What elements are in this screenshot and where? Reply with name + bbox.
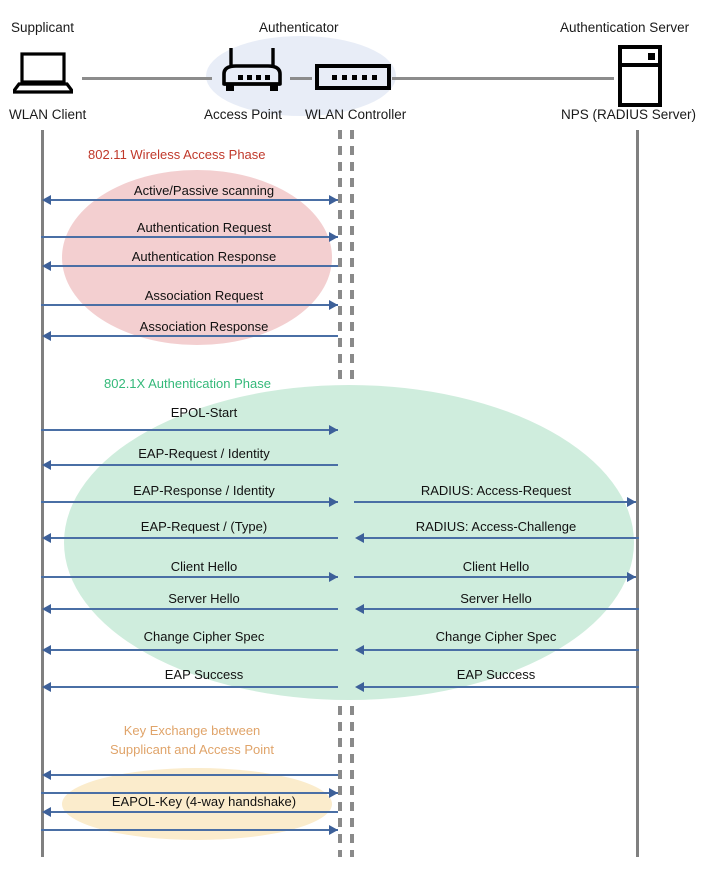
message-line bbox=[41, 792, 338, 794]
message-line bbox=[360, 608, 639, 610]
arrow-head-left bbox=[42, 261, 51, 271]
lifeline-supplicant bbox=[41, 130, 44, 857]
phase-label-8021x: 802.1X Authentication Phase bbox=[104, 376, 271, 391]
arrow-head-left bbox=[355, 645, 364, 655]
message-line bbox=[47, 811, 338, 813]
message-label-eap-success-left: EAP Success bbox=[164, 667, 244, 682]
arrow-head-left bbox=[42, 807, 51, 817]
message-line bbox=[360, 649, 639, 651]
actor-role-supplicant: Supplicant bbox=[11, 20, 75, 35]
message-line bbox=[47, 649, 338, 651]
phase-blob-key-exchange bbox=[62, 768, 332, 840]
message-line bbox=[47, 335, 338, 337]
lifeline-authentication-server bbox=[636, 130, 639, 857]
arrow-head-left bbox=[355, 533, 364, 543]
arrow-head-right bbox=[329, 572, 338, 582]
actor-role-authentication-server: Authentication Server bbox=[560, 20, 690, 35]
message-line bbox=[47, 265, 338, 267]
arrow-head-right bbox=[329, 825, 338, 835]
message-line bbox=[47, 774, 338, 776]
message-line bbox=[47, 608, 338, 610]
arrow-head-right bbox=[329, 788, 338, 798]
message-label-radius-access-challenge: RADIUS: Access-Challenge bbox=[415, 519, 577, 534]
message-label-eap-request-type: EAP-Request / (Type) bbox=[140, 519, 268, 534]
message-label-eap-response-identity: EAP-Response / Identity bbox=[133, 483, 275, 498]
message-line bbox=[41, 304, 338, 306]
message-label-eap-success-right: EAP Success bbox=[456, 667, 536, 682]
arrow-head-left bbox=[355, 604, 364, 614]
message-line bbox=[47, 199, 338, 201]
message-label-epol-start: EPOL-Start bbox=[170, 405, 238, 420]
arrow-head-right bbox=[329, 232, 338, 242]
message-label-client-hello-left: Client Hello bbox=[170, 559, 238, 574]
arrow-head-right bbox=[627, 497, 636, 507]
arrow-head-left bbox=[355, 682, 364, 692]
arrow-head-left bbox=[42, 604, 51, 614]
arrow-head-right bbox=[329, 497, 338, 507]
message-line bbox=[354, 501, 636, 503]
arrow-head-left bbox=[42, 645, 51, 655]
message-label-authentication-request: Authentication Request bbox=[136, 220, 272, 235]
message-label-association-response: Association Response bbox=[139, 319, 269, 334]
server-tower-icon bbox=[617, 45, 663, 112]
message-line bbox=[41, 236, 338, 238]
arrow-head-left bbox=[42, 682, 51, 692]
wire-controller-to-server bbox=[392, 77, 614, 80]
wlan-controller-icon bbox=[315, 64, 391, 95]
message-line bbox=[47, 464, 338, 466]
phase-blob-8021x bbox=[64, 385, 634, 700]
message-line bbox=[41, 576, 338, 578]
actor-device-access-point: Access Point bbox=[204, 107, 283, 122]
message-line bbox=[41, 829, 338, 831]
message-label-client-hello-right: Client Hello bbox=[462, 559, 530, 574]
arrow-head-right bbox=[329, 425, 338, 435]
actor-device-nps-radius-server: NPS (RADIUS Server) bbox=[561, 107, 697, 122]
message-label-change-cipher-spec-right: Change Cipher Spec bbox=[435, 629, 557, 644]
wireless-access-point-icon bbox=[216, 46, 288, 101]
arrow-head-right bbox=[329, 195, 338, 205]
message-label-association-request: Association Request bbox=[144, 288, 264, 303]
wire-client-to-ap bbox=[82, 77, 212, 80]
message-label-radius-access-request: RADIUS: Access-Request bbox=[420, 483, 572, 498]
phase-label-key-exchange: Key Exchange between Supplicant and Acce… bbox=[96, 722, 288, 760]
arrow-head-left bbox=[42, 533, 51, 543]
message-label-eap-request-identity: EAP-Request / Identity bbox=[138, 446, 270, 461]
laptop-icon bbox=[9, 52, 77, 99]
message-label-active-passive-scanning: Active/Passive scanning bbox=[133, 183, 275, 198]
message-line bbox=[41, 501, 338, 503]
message-line bbox=[41, 429, 338, 431]
arrow-head-right bbox=[329, 300, 338, 310]
message-line bbox=[360, 537, 639, 539]
message-line bbox=[47, 686, 338, 688]
arrow-head-left bbox=[42, 770, 51, 780]
phase-label-key-exchange-line1: Key Exchange between bbox=[123, 723, 261, 738]
arrow-head-left bbox=[42, 331, 51, 341]
message-label-eapol-key-4way-handshake: EAPOL-Key (4-way handshake) bbox=[111, 794, 297, 809]
message-label-server-hello-right: Server Hello bbox=[460, 591, 532, 606]
message-line bbox=[354, 576, 636, 578]
phase-label-key-exchange-line2: Supplicant and Access Point bbox=[109, 741, 275, 757]
message-label-server-hello-left: Server Hello bbox=[168, 591, 240, 606]
message-line bbox=[47, 537, 338, 539]
actor-device-wlan-controller: WLAN Controller bbox=[305, 107, 407, 122]
phase-label-80211: 802.11 Wireless Access Phase bbox=[88, 147, 266, 162]
arrow-head-left bbox=[42, 195, 51, 205]
wire-ap-to-controller bbox=[290, 77, 312, 80]
message-label-authentication-response: Authentication Response bbox=[131, 249, 277, 264]
message-label-change-cipher-spec-left: Change Cipher Spec bbox=[143, 629, 265, 644]
actor-role-authenticator: Authenticator bbox=[259, 20, 339, 35]
actor-device-wlan-client: WLAN Client bbox=[9, 107, 87, 122]
message-line bbox=[360, 686, 639, 688]
arrow-head-left bbox=[42, 460, 51, 470]
arrow-head-right bbox=[627, 572, 636, 582]
